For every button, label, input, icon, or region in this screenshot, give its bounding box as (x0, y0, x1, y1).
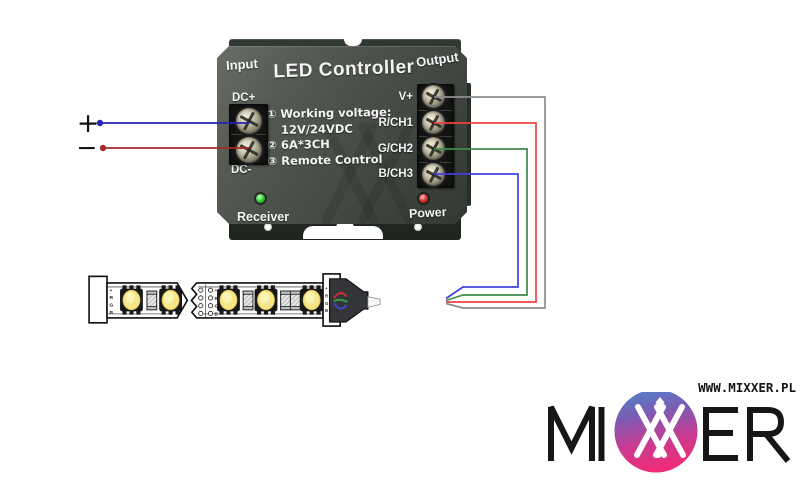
wire-bch3 (434, 173, 519, 300)
connector-pigtail-green (333, 298, 348, 303)
terminal-label-dc-minus: DC- (231, 164, 252, 176)
connector-pigtail-red (333, 292, 347, 299)
power-positive-label: + (77, 108, 100, 139)
power-negative-label: − (77, 133, 98, 162)
strip2-pad-r: R (215, 296, 219, 301)
wire-gch2 (434, 148, 528, 302)
terminal-label-rch1: R/CH1 (378, 117, 413, 129)
mounting-hole-right (414, 223, 422, 231)
logo-diamond-top (655, 397, 665, 408)
wire-rch1 (434, 122, 537, 303)
terminal-cell-separator (419, 162, 452, 163)
strip2-pad-b: B (215, 311, 219, 316)
logo-drop-bottom (654, 448, 662, 458)
logo-letter-m (548, 405, 595, 461)
logo-letters-er (703, 407, 791, 463)
terminal-cell-separator (419, 110, 452, 111)
strip-clip-connector (328, 278, 369, 323)
terminal-screw-vplus (422, 85, 445, 108)
logo-letter-r (747, 407, 791, 463)
mounting-hole-left (264, 223, 272, 231)
mounting-notch-top (344, 39, 362, 46)
logo-website-url: WWW.MIXXER.PL (698, 380, 796, 395)
receiver-label: Receiver (237, 210, 290, 224)
logo-letters-mi (548, 405, 605, 461)
solder-pads (198, 287, 214, 316)
wire-vplus (434, 96, 546, 309)
power-led (419, 194, 428, 203)
strip1-pin-g: G (109, 303, 113, 309)
strip1-pin-r: R (109, 295, 113, 301)
led-controller: Input LED Controller Output DC+ DC- V+ R… (216, 39, 474, 240)
mounting-notch-bottom (303, 226, 383, 239)
wire-dc-minus-end-dot (99, 144, 107, 152)
terminal-cell-separator (419, 136, 452, 137)
connector-pad-b: B (325, 308, 328, 313)
mounting-notch-bottom-bump (336, 221, 354, 228)
terminal-label-bch3: B/CH3 (378, 168, 413, 180)
logo-letter-e (703, 407, 738, 461)
logo-xx-monogram (634, 404, 686, 458)
strip2-pad-plus: + (215, 288, 218, 293)
terminal-cell-separator (231, 134, 266, 135)
terminal-screw-rch1 (422, 111, 445, 134)
connector-tip (367, 296, 381, 308)
connector-pad-g: G (325, 301, 328, 306)
terminal-screw-gch2 (422, 137, 445, 160)
strip1-pin-plus: + (109, 289, 112, 294)
receiver-led (256, 194, 265, 203)
connector-pigtail-blue (333, 303, 347, 310)
connector-pad-r: R (325, 294, 328, 299)
mixxer-logo: WWW.MIXXER.PL (545, 378, 798, 480)
connector-pad-plus: + (325, 286, 328, 291)
strip2-pad-g: G (215, 304, 219, 309)
terminal-label-dc-plus: DC+ (232, 92, 256, 104)
wire-dc-plus-end-dot (96, 119, 104, 127)
terminal-label-vplus: V+ (398, 91, 413, 103)
logo-wordmark (548, 392, 791, 473)
strip1-pin-b: B (109, 310, 113, 316)
terminal-label-gch2: G/CH2 (377, 143, 413, 155)
logo-gradient-circle (614, 392, 698, 473)
terminal-screw-dc-minus (236, 137, 262, 163)
controller-watermark-xx (322, 122, 414, 224)
led-strip: + R G B + R G B + R G B (88, 273, 381, 327)
terminal-screw-dc-plus (236, 108, 262, 134)
terminal-screw-bch3 (422, 163, 445, 186)
